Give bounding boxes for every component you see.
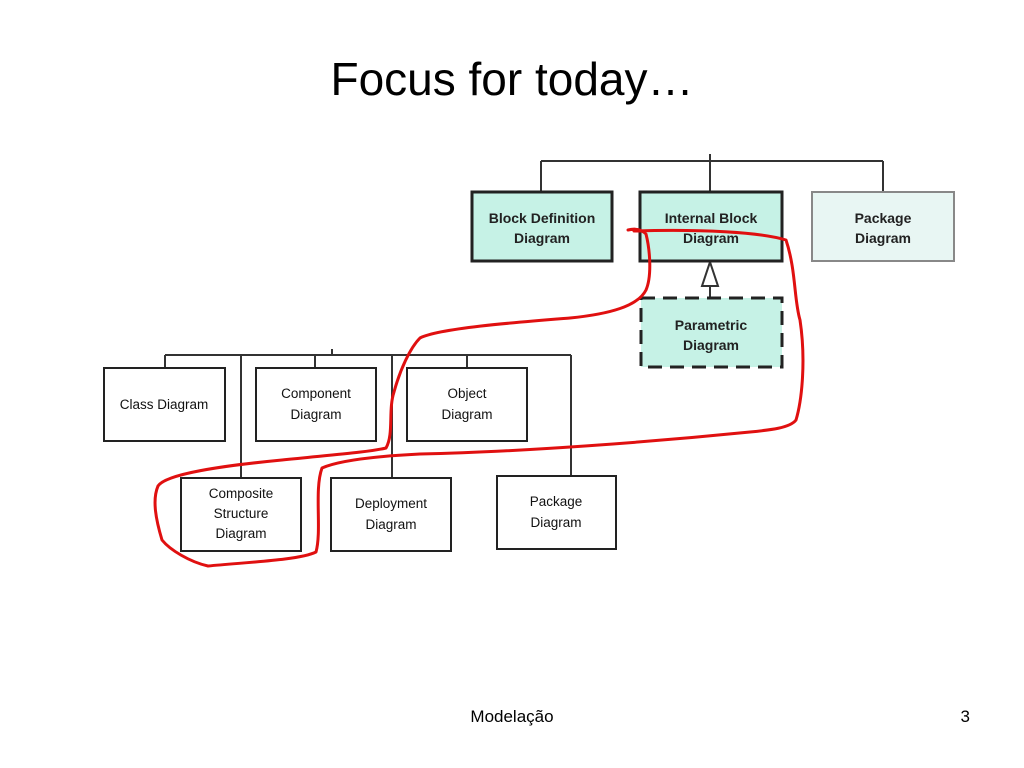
block-definition-line2: Diagram bbox=[514, 230, 570, 246]
internal-block-line2: Diagram bbox=[683, 230, 739, 246]
internal-block-line1: Internal Block bbox=[665, 210, 758, 226]
object-diagram-box: Object Diagram bbox=[406, 367, 528, 442]
component-line2: Diagram bbox=[290, 407, 341, 422]
composite-line3: Diagram bbox=[215, 526, 266, 541]
deployment-line2: Diagram bbox=[365, 517, 416, 532]
composite-line1: Composite bbox=[209, 486, 274, 501]
parametric-diagram-box: Parametric Diagram bbox=[639, 296, 784, 369]
slide-title: Focus for today… bbox=[330, 53, 694, 105]
class-diagram-line1: Class Diagram bbox=[120, 397, 209, 412]
slide-number: 3 bbox=[960, 707, 970, 726]
sysml-connectors bbox=[540, 154, 884, 298]
package-diagram-box-bottom: Package Diagram bbox=[496, 475, 617, 550]
deployment-diagram-box: Deployment Diagram bbox=[330, 477, 452, 552]
object-line2: Diagram bbox=[441, 407, 492, 422]
parametric-line1: Parametric bbox=[675, 317, 748, 333]
package-diagram-box-top: Package Diagram bbox=[811, 191, 955, 262]
footer-text: Modelação bbox=[470, 707, 554, 726]
package-bottom-line2: Diagram bbox=[530, 515, 581, 530]
package-top-line1: Package bbox=[855, 210, 912, 226]
package-bottom-line1: Package bbox=[530, 494, 583, 509]
object-line1: Object bbox=[447, 386, 486, 401]
component-line1: Component bbox=[281, 386, 351, 401]
composite-line2: Structure bbox=[214, 506, 269, 521]
block-definition-line1: Block Definition bbox=[489, 210, 596, 226]
component-diagram-box: Component Diagram bbox=[255, 367, 377, 442]
uml-connectors bbox=[164, 349, 572, 478]
red-highlight-annotation bbox=[153, 227, 805, 568]
parametric-line2: Diagram bbox=[683, 337, 739, 353]
package-top-line2: Diagram bbox=[855, 230, 911, 246]
class-diagram-box: Class Diagram bbox=[103, 367, 226, 442]
composite-structure-diagram-box: Composite Structure Diagram bbox=[180, 477, 302, 552]
block-definition-diagram-box: Block Definition Diagram bbox=[470, 190, 614, 263]
deployment-line1: Deployment bbox=[355, 496, 427, 511]
internal-block-diagram-box: Internal Block Diagram bbox=[638, 190, 784, 263]
generalization-arrowhead bbox=[700, 258, 720, 287]
